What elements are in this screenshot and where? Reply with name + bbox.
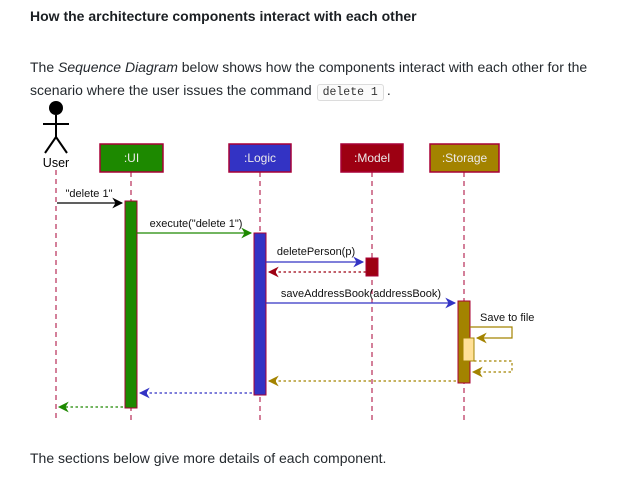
message-execute-label: execute("delete 1"): [150, 218, 243, 230]
intro-text-3: .: [386, 81, 391, 98]
user-actor-icon: [43, 101, 69, 154]
participant-ui-box: [99, 143, 164, 173]
activation-bar-ui: [124, 200, 138, 409]
participant-storage-label: :Storage: [442, 151, 488, 165]
participant-logic-label: :Logic: [244, 151, 276, 165]
participant-ui-label: :UI: [124, 151, 139, 165]
participant-storage: :Storage: [429, 143, 500, 173]
participant-storage-box: [429, 143, 500, 173]
participant-model-label: :Model: [354, 151, 390, 165]
activation-bar-logic: [253, 232, 267, 396]
participant-logic-box: [228, 143, 292, 173]
message-delete1-label: "delete 1": [66, 188, 113, 200]
intro-text-1: The: [30, 59, 59, 75]
participant-ui: :UI: [99, 143, 164, 173]
message-deleteperson-label: deletePerson(p): [277, 246, 355, 258]
footer-paragraph: The sections below give more details of …: [30, 450, 387, 466]
activation-bar-model: [365, 257, 379, 277]
intro-paragraph: The Sequence Diagram below shows how the…: [30, 56, 615, 104]
participant-logic: :Logic: [228, 143, 292, 173]
page-title: How the architecture components interact…: [30, 8, 417, 24]
intro-italic: Sequence Diagram: [58, 59, 178, 75]
actor-label: User: [43, 156, 69, 170]
return-savetofile-arrow: [471, 360, 513, 378]
command-code-chip: delete 1: [316, 83, 384, 101]
message-savetofile-label: Save to file: [480, 312, 534, 324]
participant-model-box: [340, 143, 404, 173]
participant-model: :Model: [340, 143, 404, 173]
intro-text-2: below shows how the components interact …: [30, 59, 588, 98]
message-savetofile-arrow: [470, 326, 513, 344]
activation-bar-storage-inner: [462, 337, 475, 362]
message-saveaddressbook-label: saveAddressBook(addressBook): [281, 288, 441, 300]
